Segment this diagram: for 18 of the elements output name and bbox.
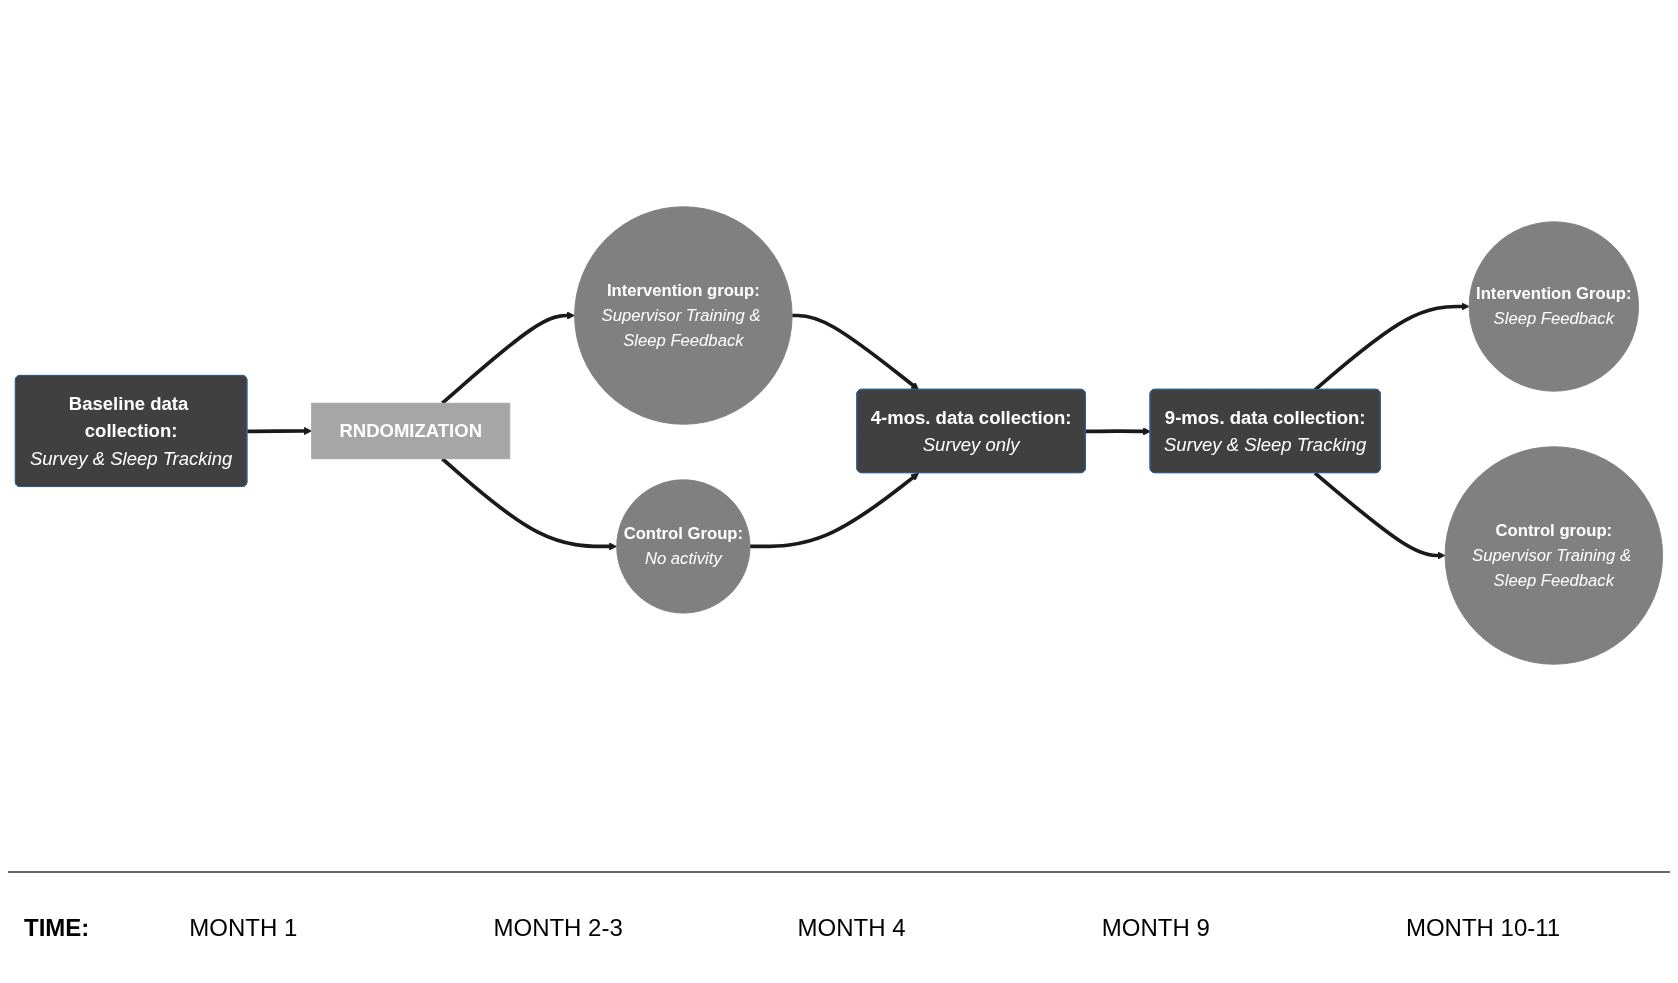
time-label: MONTH 4 bbox=[797, 914, 907, 942]
arrow bbox=[792, 313, 920, 391]
arrow bbox=[750, 472, 920, 549]
arrow bbox=[441, 457, 618, 551]
arrow bbox=[1313, 471, 1446, 560]
node-circle: Intervention Group: Sleep Feedback bbox=[1468, 221, 1639, 392]
node-circle: Control Group: No activity bbox=[616, 479, 751, 614]
node-circle: Control group: Supervisor Training & Sleep Feedback bbox=[1444, 446, 1664, 665]
arrow bbox=[1085, 427, 1151, 436]
node-box: RNDOMIZATION bbox=[311, 402, 511, 460]
node-circle: Intervention group: Supervisor Training & Sleep Feedback bbox=[574, 206, 793, 425]
arrow bbox=[247, 426, 312, 436]
time-label: MONTH 2-3 bbox=[493, 914, 624, 942]
time-label: MONTH 9 bbox=[1101, 914, 1211, 942]
arrow bbox=[441, 311, 575, 405]
time-label: MONTH 1 bbox=[189, 914, 299, 942]
time-label: MONTH 10-11 bbox=[1405, 914, 1562, 942]
time-heading: TIME: bbox=[24, 914, 90, 942]
